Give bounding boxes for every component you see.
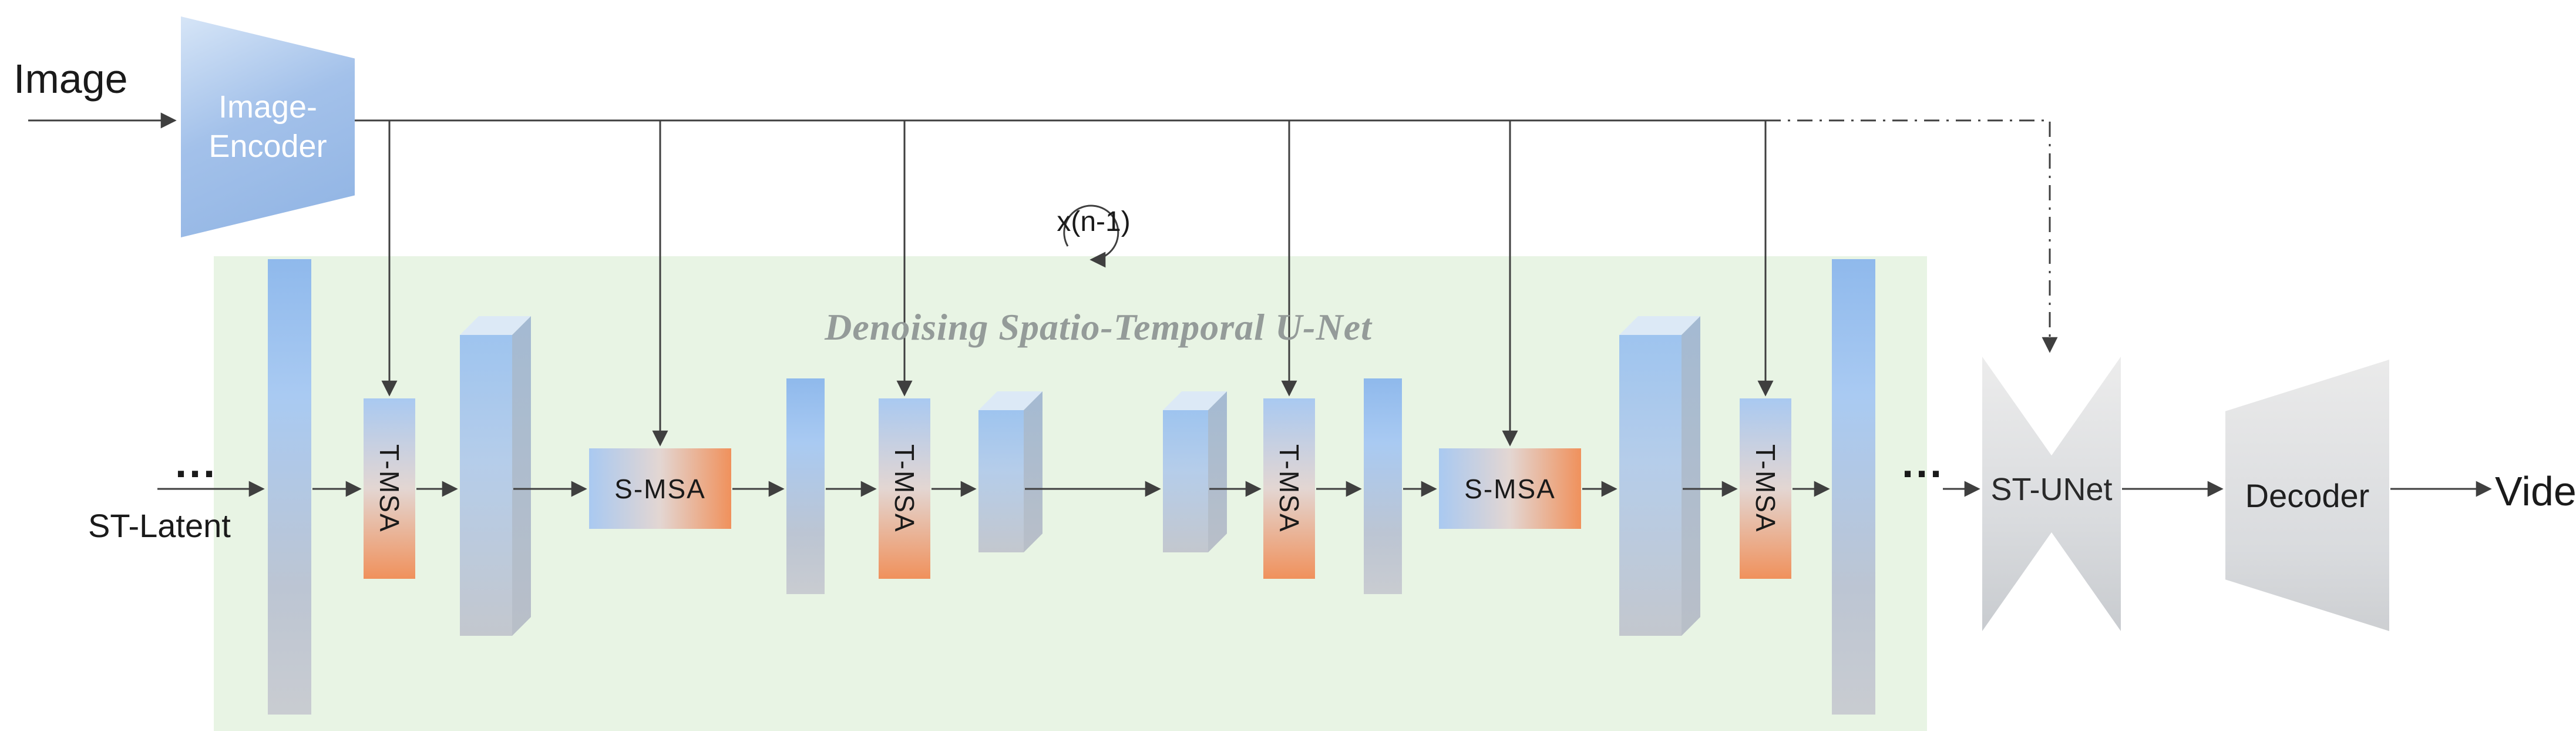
image-encoder-label-line1: Image- <box>218 89 318 125</box>
latent-bar-mid-left <box>786 378 825 594</box>
t-msa-block-4: T-MSA <box>1740 398 1791 579</box>
feature-box-bottleneck-1 <box>978 391 1042 552</box>
latent-ellipsis: ··· <box>175 451 217 498</box>
feature-box-front-face <box>978 410 1024 552</box>
st-latent-label: ST-Latent <box>88 507 231 544</box>
st-unet-label: ST-UNet <box>1990 472 2113 507</box>
feature-box-side-face <box>1682 316 1700 636</box>
latent-bar-output <box>1832 259 1875 715</box>
image-encoder-label-line2: Encoder <box>208 129 327 164</box>
feature-box-bottleneck-2 <box>1163 391 1227 552</box>
latent-bar-mid-right <box>1364 378 1402 594</box>
decoder-label: Decoder <box>2245 477 2370 514</box>
feature-box-side-face <box>512 316 531 636</box>
unet-title: Denoising Spatio-Temporal U-Net <box>825 306 1372 348</box>
s-msa-label: S-MSA <box>1464 473 1556 504</box>
feature-box-down-1 <box>460 316 531 636</box>
t-msa-label: T-MSA <box>1274 444 1304 533</box>
s-msa-block-2: S-MSA <box>1439 448 1581 529</box>
t-msa-label: T-MSA <box>374 444 405 533</box>
feature-box-front-face <box>1619 335 1682 636</box>
feature-box-up-1 <box>1619 316 1700 636</box>
t-msa-label: T-MSA <box>1750 444 1781 533</box>
feature-box-side-face <box>1208 391 1227 552</box>
output-ellipsis: ··· <box>1902 451 1944 498</box>
feature-box-side-face <box>1024 391 1042 552</box>
image-input-label: Image <box>14 56 128 102</box>
feature-box-front-face <box>460 335 512 636</box>
s-msa-block-1: S-MSA <box>589 448 731 529</box>
t-msa-block-1: T-MSA <box>364 398 415 579</box>
t-msa-block-3: T-MSA <box>1263 398 1315 579</box>
latent-bar-input <box>268 259 311 715</box>
repeat-count-label: x(n-1) <box>1057 206 1131 237</box>
feature-box-front-face <box>1163 410 1208 552</box>
video-output-label: Video <box>2495 468 2576 514</box>
decoder-block: Decoder <box>2225 360 2389 631</box>
t-msa-block-2: T-MSA <box>879 398 930 579</box>
s-msa-label: S-MSA <box>614 473 706 504</box>
t-msa-label: T-MSA <box>889 444 920 533</box>
image-encoder-block: Image- Encoder <box>181 16 355 237</box>
